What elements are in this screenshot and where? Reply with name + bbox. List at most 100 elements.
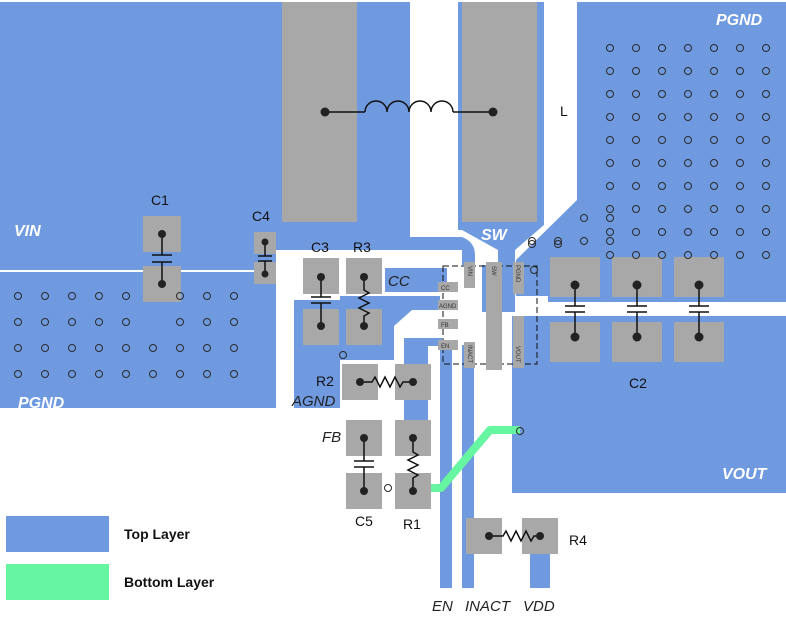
pgnd-right-via: [736, 136, 744, 144]
pgnd-left-via: [95, 292, 103, 300]
pgnd-right-via: [606, 159, 614, 167]
pgnd-left-via: [203, 344, 211, 352]
cc-trace: [385, 268, 447, 292]
ic-pin-label-pgnd: PGND: [514, 265, 520, 283]
ic-pad-inact: [464, 342, 475, 368]
pgnd-right-via: [762, 251, 770, 259]
pgnd-right-via: [684, 182, 692, 190]
vias: [14, 44, 770, 492]
pgnd-right-via: [736, 90, 744, 98]
pgnd-right-via: [606, 251, 614, 259]
pgnd-right-via: [736, 205, 744, 213]
net-label-vin: VIN: [14, 223, 41, 240]
ic-pin-label-agnd: AGND: [439, 304, 457, 310]
pgnd-left-via: [122, 292, 130, 300]
ic-pad-fb: [438, 319, 458, 329]
net-label-agnd: AGND: [291, 393, 336, 410]
agnd-via: [339, 351, 347, 359]
pgnd-right-via: [736, 182, 744, 190]
pgnd-right-via: [710, 182, 718, 190]
pgnd-right-via: [606, 136, 614, 144]
pgnd-right-via: [606, 44, 614, 52]
pgnd-right-via: [762, 159, 770, 167]
vin-copper-plane: [0, 2, 475, 270]
ic-pin-label-inact: INACT: [466, 345, 472, 363]
net-label-en: EN: [432, 598, 453, 615]
pgnd-left-via: [41, 292, 49, 300]
pgnd-right-via: [710, 228, 718, 236]
pgnd-left-via: [176, 292, 184, 300]
vdd-trace: [530, 545, 550, 588]
ic-pad-vin: [464, 262, 475, 288]
pgnd-left-via: [203, 292, 211, 300]
pgnd-right-via: [736, 159, 744, 167]
pgnd-right-via: [632, 113, 640, 121]
fb-via: [384, 484, 392, 492]
pgnd-right-via: [658, 228, 666, 236]
pgnd-left-copper-plane: [0, 272, 276, 408]
pgnd-right-via: [632, 44, 640, 52]
pgnd-right-via: [658, 44, 666, 52]
c1-capacitor-symbol: [152, 234, 172, 284]
inductor-terminal-left: [320, 107, 330, 117]
pgnd-right-via: [684, 159, 692, 167]
pgnd-right-via: [632, 228, 640, 236]
pgnd-right-via: [736, 44, 744, 52]
legend: Top Layer Bottom Layer: [6, 516, 215, 600]
pgnd-right-via: [632, 159, 640, 167]
net-label-inact: INACT: [465, 598, 512, 615]
pgnd-left-via: [203, 370, 211, 378]
en-trace: [440, 350, 452, 588]
net-label-vout: VOUT: [722, 466, 768, 483]
ref-label-c1: C1: [151, 192, 169, 208]
ic-pin-label-vout: VOUT: [514, 346, 520, 363]
pgnd-right-via: [606, 205, 614, 213]
ref-label-c2: C2: [629, 375, 647, 391]
net-label-cc: CC: [388, 273, 410, 290]
c4-capacitor-symbol: [258, 242, 272, 274]
c2-cap3-symbol: [689, 285, 709, 337]
pgnd-right-via: [658, 136, 666, 144]
ref-label-c5: C5: [355, 513, 373, 529]
ic-pin-label-sw: SW: [490, 266, 496, 276]
pgnd-left-via: [41, 318, 49, 326]
pgnd-right-via: [658, 159, 666, 167]
pgnd-left-via: [230, 318, 238, 326]
net-label-sw: SW: [481, 227, 509, 244]
pgnd-right-via: [632, 136, 640, 144]
ic-pad-vout: [513, 316, 524, 368]
pgnd-right-via: [762, 44, 770, 52]
pgnd-left-via: [122, 370, 130, 378]
pgnd-right-via: [658, 90, 666, 98]
vout-via: [516, 427, 524, 435]
pgnd-right-via: [710, 159, 718, 167]
pgnd-right-via: [632, 90, 640, 98]
pgnd-right-via: [684, 251, 692, 259]
pgnd-right-via: [710, 90, 718, 98]
pgnd-right-via: [710, 205, 718, 213]
r2-resistor-symbol: [360, 375, 413, 389]
pgnd-right-via: [658, 113, 666, 121]
pgnd-left-via: [149, 344, 157, 352]
pgnd-right-via: [554, 237, 562, 245]
pgnd-left-via: [14, 370, 22, 378]
c2-cap1-symbol: [565, 285, 585, 337]
c3-capacitor-symbol: [311, 277, 331, 326]
ic-pad-pgnd: [513, 262, 524, 294]
bottom-layer-copper: [431, 426, 520, 492]
inductor-symbol: [325, 100, 493, 113]
pgnd-right-via: [632, 205, 640, 213]
pgnd-left-via: [68, 344, 76, 352]
pgnd-right-via: [684, 205, 692, 213]
pgnd-right-via: [684, 67, 692, 75]
pgnd-right-via: [710, 251, 718, 259]
pgnd-left-via: [230, 344, 238, 352]
pgnd-left-via: [14, 344, 22, 352]
r1-resistor-symbol: [406, 438, 420, 491]
inductor-terminal-right: [488, 107, 498, 117]
pgnd-right-via: [606, 214, 614, 222]
pgnd-right-via: [554, 240, 562, 248]
ref-label-r1: R1: [403, 516, 421, 532]
ref-label-r4: R4: [569, 532, 587, 548]
